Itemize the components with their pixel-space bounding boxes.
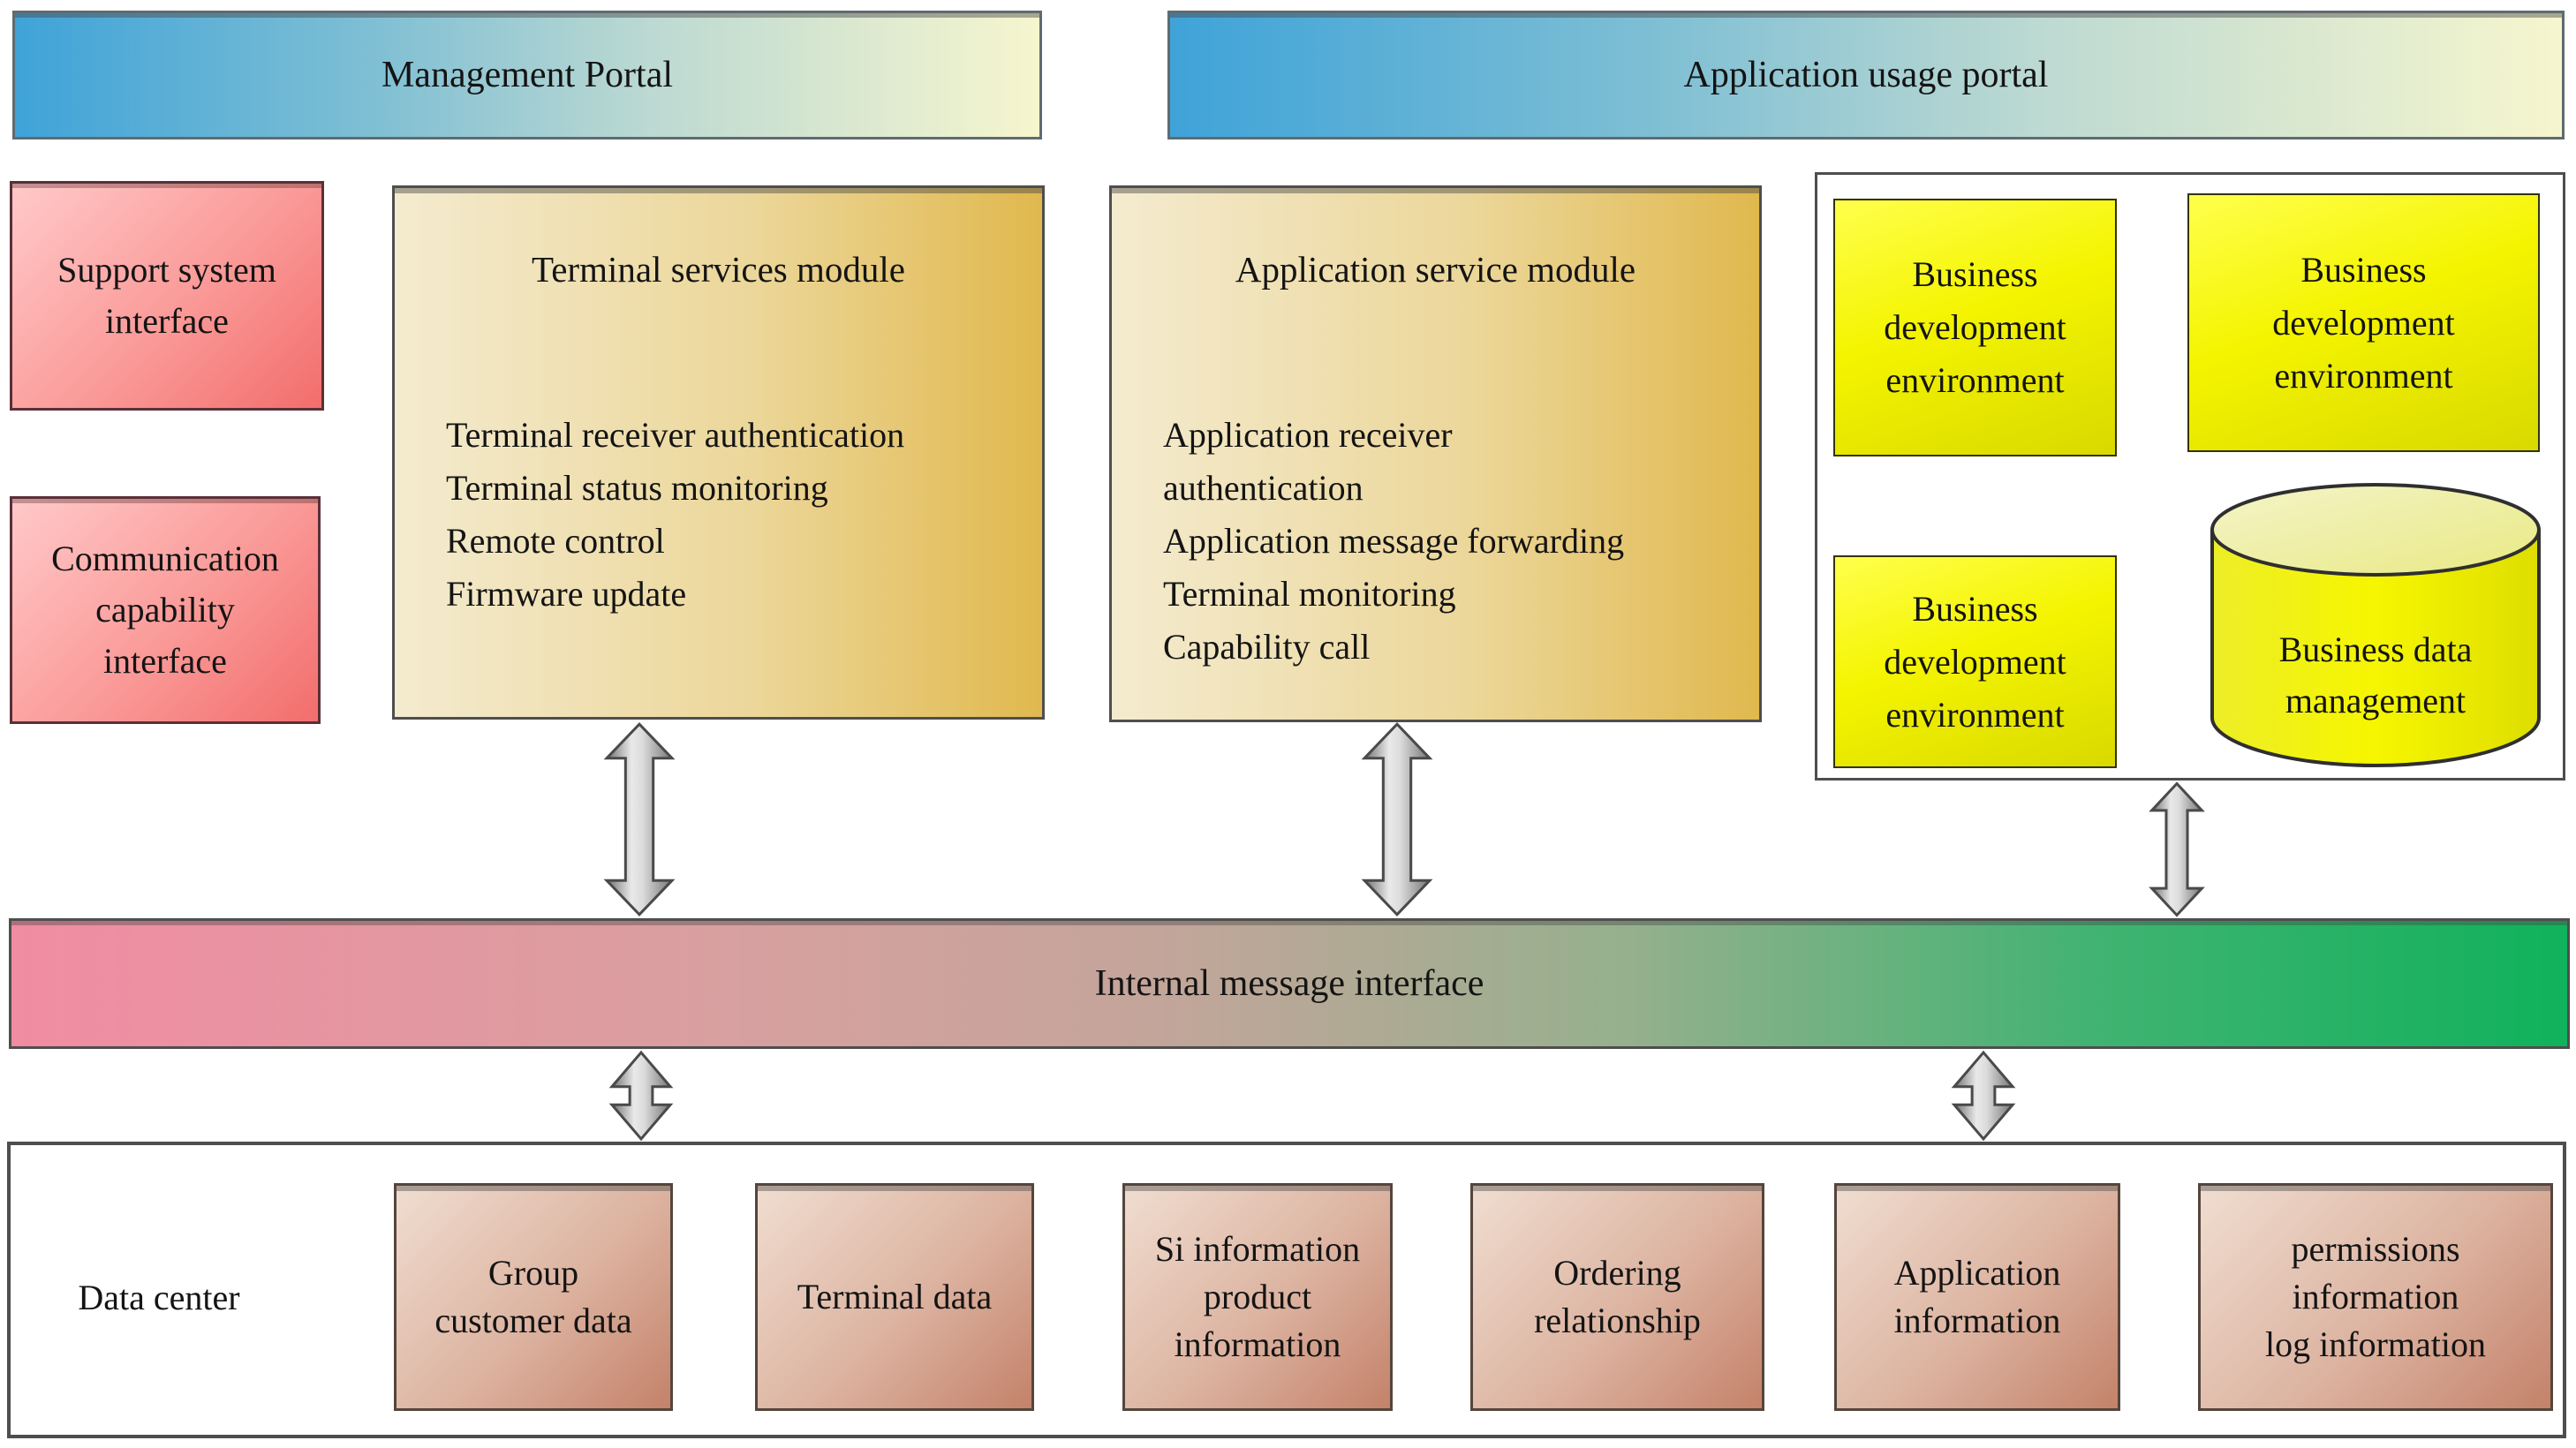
ordering-relationship-label: Ordering relationship <box>1534 1253 1701 1340</box>
application-information-label: Application information <box>1893 1253 2061 1340</box>
business-development-environment-label-1: Business development environment <box>1884 254 2066 400</box>
business-development-environment-label-2: Business development environment <box>2272 249 2455 396</box>
application-service-module-items: Application receiver authentication Appl… <box>1163 415 1625 667</box>
management-portal-title: Management Portal <box>381 55 674 95</box>
business-data-management-label: Business data management <box>2278 630 2473 720</box>
support-system-interface-box: Support system interface <box>10 181 324 411</box>
application-module-bar-arrow-icon <box>1348 722 1447 916</box>
terminal-data-label: Terminal data <box>797 1277 993 1316</box>
data-store-si-information: Si information product information <box>1122 1183 1393 1411</box>
business-development-environment-label-3: Business development environment <box>1884 588 2066 735</box>
application-usage-portal-header: Application usage portal <box>1167 11 2565 140</box>
terminal-module-bar-arrow-icon <box>590 722 689 916</box>
data-store-terminal-data: Terminal data <box>755 1183 1034 1411</box>
terminal-services-module-box: Terminal services module Terminal receiv… <box>392 185 1045 720</box>
bar-datacenter-right-arrow-icon <box>1943 1051 2024 1141</box>
database-cylinder-icon <box>2210 483 2541 768</box>
bar-datacenter-left-arrow-icon <box>601 1051 682 1141</box>
data-store-group-customer-data: Group customer data <box>394 1183 673 1411</box>
communication-capability-interface-label: Communication capability interface <box>51 539 279 681</box>
permissions-log-information-label: permissions information log information <box>2265 1229 2486 1364</box>
internal-message-interface-bar: Internal message interface <box>9 918 2570 1049</box>
application-service-module-box: Application service module Application r… <box>1109 185 1762 722</box>
business-development-environment-box-1: Business development environment <box>1833 199 2117 456</box>
business-development-environment-box-2: Business development environment <box>2187 193 2540 452</box>
internal-message-interface-label: Internal message interface <box>1094 963 1484 1004</box>
application-usage-portal-title: Application usage portal <box>1683 55 2049 95</box>
terminal-services-module-items: Terminal receiver authentication Termina… <box>446 415 905 614</box>
group-customer-data-label: Group customer data <box>434 1253 632 1340</box>
si-information-label: Si information product information <box>1154 1229 1361 1364</box>
data-store-application-information: Application information <box>1834 1183 2120 1411</box>
business-panel-bar-arrow-icon <box>2139 782 2215 916</box>
terminal-services-module-title: Terminal services module <box>532 249 905 290</box>
data-store-permissions-log-information: permissions information log information <box>2198 1183 2553 1411</box>
management-portal-header: Management Portal <box>12 11 1042 140</box>
application-service-module-title: Application service module <box>1235 249 1636 290</box>
communication-capability-interface-box: Communication capability interface <box>10 496 321 724</box>
data-store-ordering-relationship: Ordering relationship <box>1470 1183 1764 1411</box>
support-system-interface-label: Support system interface <box>57 250 276 341</box>
business-development-environment-box-3: Business development environment <box>1833 555 2117 768</box>
data-center-label: Data center <box>78 1277 240 1317</box>
